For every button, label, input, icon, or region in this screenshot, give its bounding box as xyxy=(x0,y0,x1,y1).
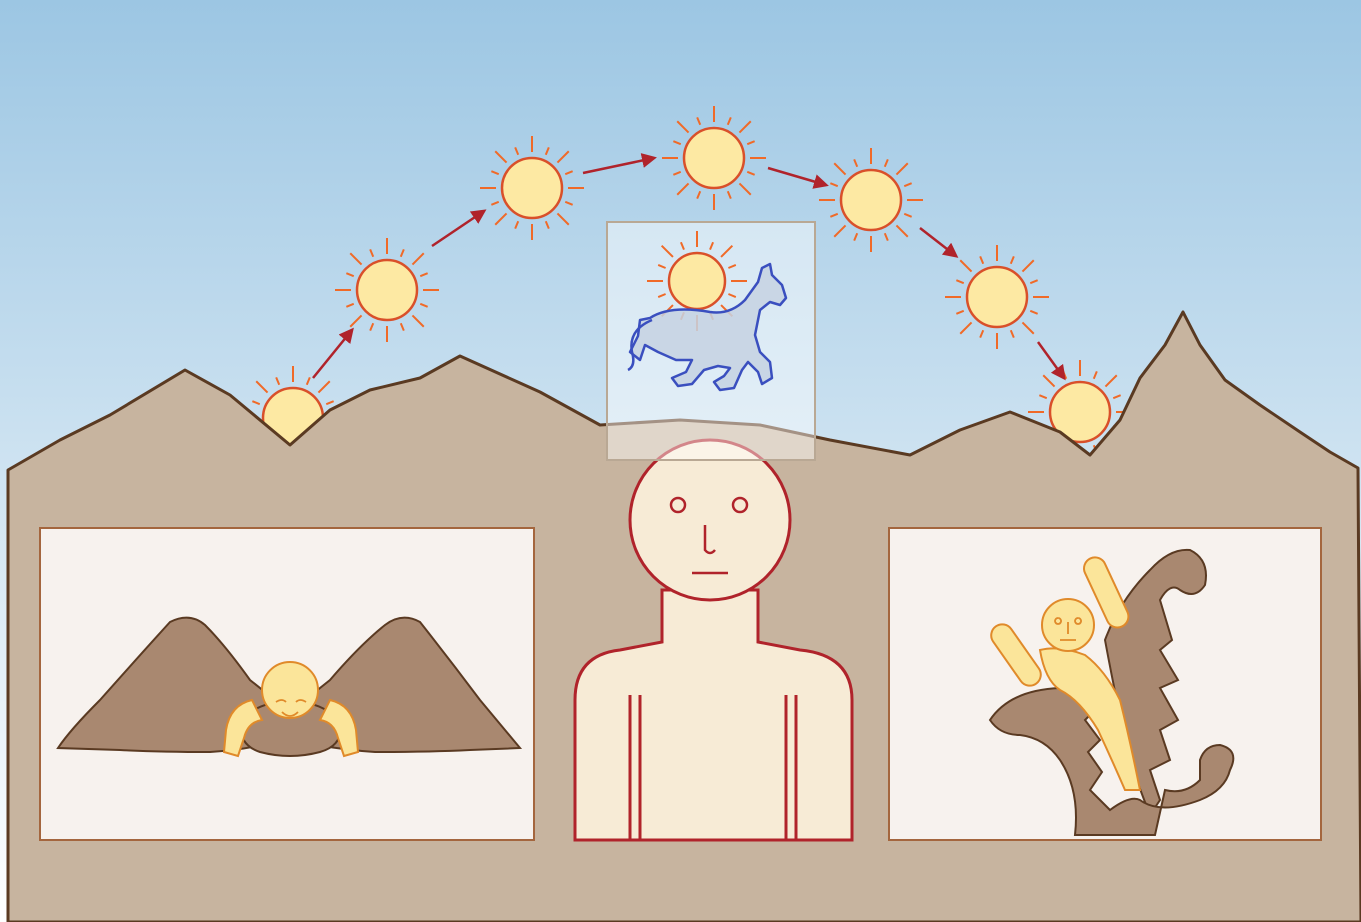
sun-disc xyxy=(841,170,901,230)
figure-head xyxy=(262,662,318,718)
sun-icon xyxy=(945,245,1049,349)
sun-icon xyxy=(662,106,766,210)
sun-disc xyxy=(502,158,562,218)
sun-disc xyxy=(967,267,1027,327)
sun-disc xyxy=(684,128,744,188)
sun-disc xyxy=(669,253,725,309)
sun-disc xyxy=(357,260,417,320)
sun-icon xyxy=(335,238,439,342)
right-panel xyxy=(889,528,1321,840)
sun-icon xyxy=(819,148,923,252)
horse-inset xyxy=(607,222,815,460)
sun-icon xyxy=(480,136,584,240)
left-panel xyxy=(40,528,534,840)
human-head xyxy=(630,440,790,600)
